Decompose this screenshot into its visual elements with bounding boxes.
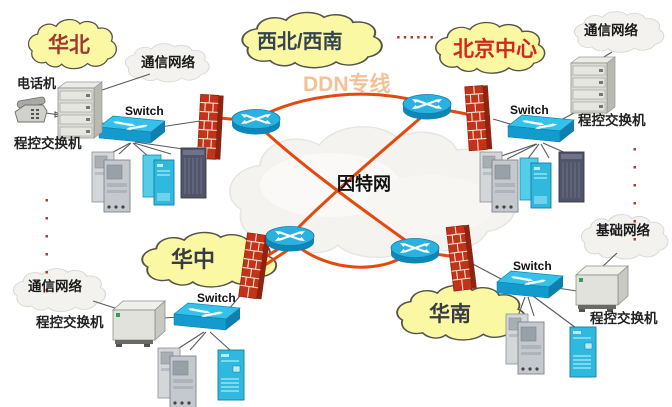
telephone-icon bbox=[14, 96, 48, 123]
beijing-switch-label: Switch bbox=[510, 103, 549, 117]
pbx-rack-beijing-icon bbox=[570, 56, 616, 114]
server-group-north-icon bbox=[142, 154, 175, 206]
northwest-region-label: 西北/西南 bbox=[257, 31, 343, 53]
switch-central-icon bbox=[172, 301, 242, 332]
north-switch-label: Switch bbox=[125, 104, 164, 118]
ddn-link bbox=[254, 92, 430, 121]
south-switch-label: Switch bbox=[513, 259, 552, 273]
pbx-box-south-icon bbox=[575, 265, 629, 313]
ddn-line-label: DDN专线 bbox=[303, 73, 391, 96]
left-vertical-ellipsis: ······ bbox=[37, 191, 57, 299]
north-pbx-label: 程控交换机 bbox=[14, 136, 82, 151]
pc-group-central-icon bbox=[157, 347, 197, 407]
pc-group-north-icon bbox=[91, 151, 131, 213]
switch-beijing-icon bbox=[506, 113, 576, 144]
beijing-region-label: 北京中心 bbox=[453, 38, 537, 61]
central-pbx-label: 程控交换机 bbox=[36, 315, 104, 330]
base-network-label: 基础网络 bbox=[596, 223, 650, 238]
north-region-label: 华北 bbox=[48, 34, 90, 57]
server-central-icon bbox=[217, 349, 245, 401]
pbx-box-central-icon bbox=[112, 300, 166, 348]
beijing-comm-network-label: 通信网络 bbox=[584, 23, 638, 38]
horizontal-ellipsis: ······ bbox=[396, 28, 436, 47]
central-comm-network-label: 通信网络 bbox=[28, 279, 82, 294]
internet-label: 因特网 bbox=[337, 174, 391, 194]
router-top-left-icon bbox=[230, 108, 282, 136]
central-switch-label: Switch bbox=[197, 291, 236, 305]
server-group-beijing-icon bbox=[519, 157, 552, 209]
switch-north-icon bbox=[97, 114, 167, 145]
pc-group-south-icon bbox=[505, 313, 545, 375]
router-bottom-left-icon bbox=[264, 225, 316, 253]
beijing-pbx-label: 程控交换机 bbox=[578, 113, 646, 128]
switch-south-icon bbox=[495, 269, 565, 300]
central-region-label: 华中 bbox=[171, 247, 216, 272]
firewall-beijing-icon bbox=[464, 84, 493, 152]
server-south-icon bbox=[569, 326, 597, 378]
north-comm-network-label: 通信网络 bbox=[141, 55, 195, 70]
internet-cloud-highlight bbox=[365, 175, 495, 235]
telephone-label: 电话机 bbox=[17, 76, 57, 91]
router-bottom-right-icon bbox=[389, 237, 441, 265]
south-pbx-label: 程控交换机 bbox=[590, 311, 658, 326]
dark-server-beijing-icon bbox=[558, 151, 585, 203]
router-top-right-icon bbox=[401, 93, 453, 121]
pbx-rack-north-icon bbox=[57, 81, 103, 139]
right-vertical-ellipsis: ······ bbox=[625, 140, 645, 248]
dark-server-north-icon bbox=[180, 147, 207, 199]
south-region-label: 华南 bbox=[429, 303, 471, 326]
